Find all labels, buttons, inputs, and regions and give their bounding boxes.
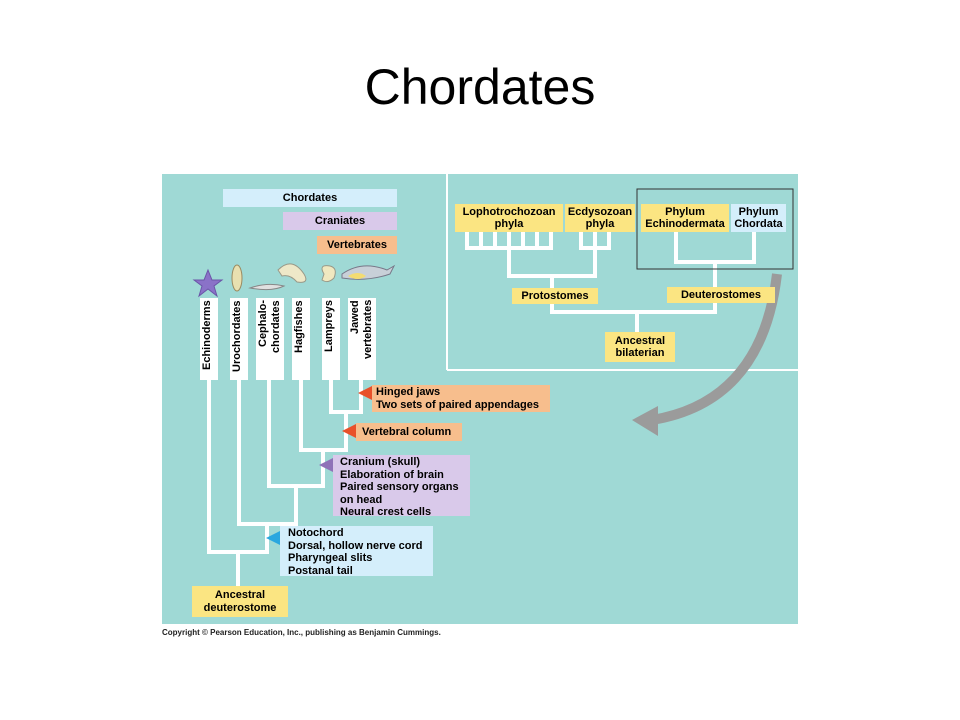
phylum-chordata: Phylum Chordata <box>731 204 786 232</box>
taxon-label: Lampreys <box>322 298 340 380</box>
protostomes-label: Protostomes <box>512 288 598 304</box>
lophotrochozoan-phyla: Lophotrochozoan phyla <box>455 204 563 232</box>
animal-icons <box>192 263 396 298</box>
copyright-notice: Copyright © Pearson Education, Inc., pub… <box>162 628 441 637</box>
jaws-characters: Hinged jaws Two sets of paired appendage… <box>372 385 550 412</box>
craniates-bar: Craniates <box>283 212 397 230</box>
ancestral-deuterostome: Ancestral deuterostome <box>192 586 288 617</box>
taxon-label: Jawed vertebrates <box>348 298 376 380</box>
phylogeny-figure: Chordates Craniates Vertebrates Echinode… <box>162 174 798 624</box>
slide-title: Chordates <box>364 59 596 115</box>
taxon-label: Cephalo- chordates <box>256 298 284 380</box>
chordate-characters: Notochord Dorsal, hollow nerve cord Phar… <box>280 526 433 577</box>
vertebral-characters: Vertebral column <box>356 423 462 441</box>
ecdysozoan-phyla: Ecdysozoan phyla <box>565 204 635 232</box>
chordates-bar: Chordates <box>223 189 397 207</box>
taxon-label: Echinoderms <box>200 298 218 380</box>
vertebrates-bar: Vertebrates <box>317 236 397 254</box>
phylum-echinodermata: Phylum Echinodermata <box>641 204 729 232</box>
tree-lines <box>192 174 798 588</box>
taxon-label: Hagfishes <box>292 298 310 380</box>
taxon-label: Urochordates <box>230 298 248 380</box>
deuterostomes-label: Deuterostomes <box>667 287 775 303</box>
craniate-characters: Cranium (skull) Elaboration of brain Pai… <box>333 455 470 518</box>
ancestral-bilaterian: Ancestral bilaterian <box>605 332 675 362</box>
